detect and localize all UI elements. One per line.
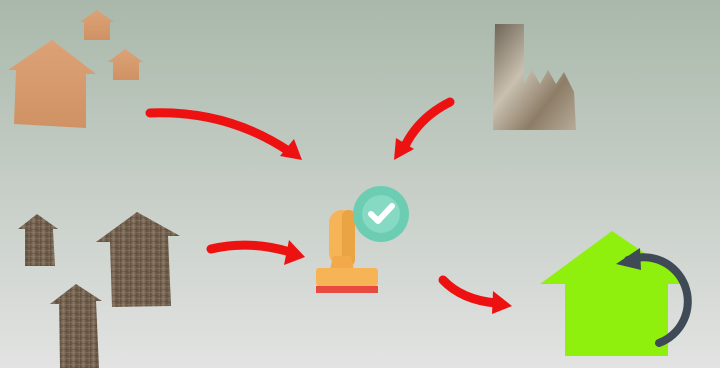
approval-stamp-icon [316, 210, 378, 293]
green-house-icon [540, 231, 690, 356]
stamp-neck [330, 256, 354, 270]
circular-arrow-icon [616, 248, 692, 347]
clay-house-large [8, 40, 96, 128]
wood-house-bottom [50, 284, 102, 368]
stamp-base [316, 268, 378, 286]
wooden-house-icons [18, 212, 180, 368]
factory-icon [493, 24, 576, 130]
arrow-factory-to-stamp [394, 97, 455, 160]
arrow-clay-to-stamp [145, 108, 302, 160]
flow-arrows [145, 97, 512, 314]
stamp-handle-shade [342, 210, 355, 266]
arrow-stamp-to-green-house [438, 275, 512, 314]
wood-house-large [96, 212, 180, 307]
clay-house-icons [8, 10, 143, 128]
check-badge-icon [353, 186, 409, 242]
clay-house-small-top [80, 10, 114, 40]
clay-house-small-right [108, 49, 143, 80]
stamp-ink-strip [316, 286, 378, 293]
wood-house-small [18, 214, 58, 266]
factory-building [493, 24, 576, 130]
arrow-wood-to-stamp [206, 240, 305, 265]
